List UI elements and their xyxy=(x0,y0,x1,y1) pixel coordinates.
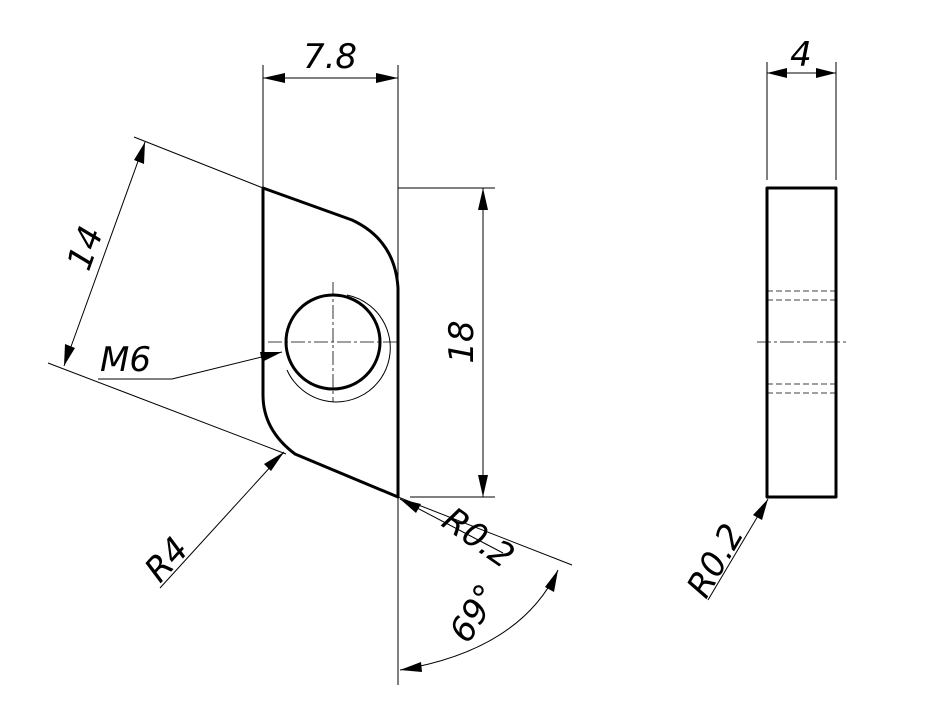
thread-label: M6 xyxy=(100,340,151,380)
thickness-label: 4 xyxy=(790,35,812,75)
side-radius-label: R0.2 xyxy=(679,517,752,604)
dim-height: 18 xyxy=(398,187,495,498)
corner-radius-label: R4 xyxy=(137,530,197,590)
side-view-outline xyxy=(765,186,838,499)
dim-width-top: 7.8 xyxy=(262,37,399,685)
front-view xyxy=(261,186,400,499)
tip-radius-label: R0.2 xyxy=(435,500,522,577)
thread-arc xyxy=(286,294,391,403)
dim-thickness: 4 xyxy=(766,35,837,180)
leader-side-radius: R0.2 xyxy=(679,498,769,605)
side-view xyxy=(757,186,846,499)
insert-outline xyxy=(261,186,400,499)
leader-thread: M6 xyxy=(98,340,283,380)
dim-edge-length-label: 14 xyxy=(59,221,111,275)
dim-width-top-label: 7.8 xyxy=(303,37,357,77)
dim-edge-length: 14 xyxy=(47,136,287,455)
dim-height-label: 18 xyxy=(442,320,482,363)
leader-corner-radius: R4 xyxy=(137,451,285,590)
angle-label: 69° xyxy=(442,577,508,649)
